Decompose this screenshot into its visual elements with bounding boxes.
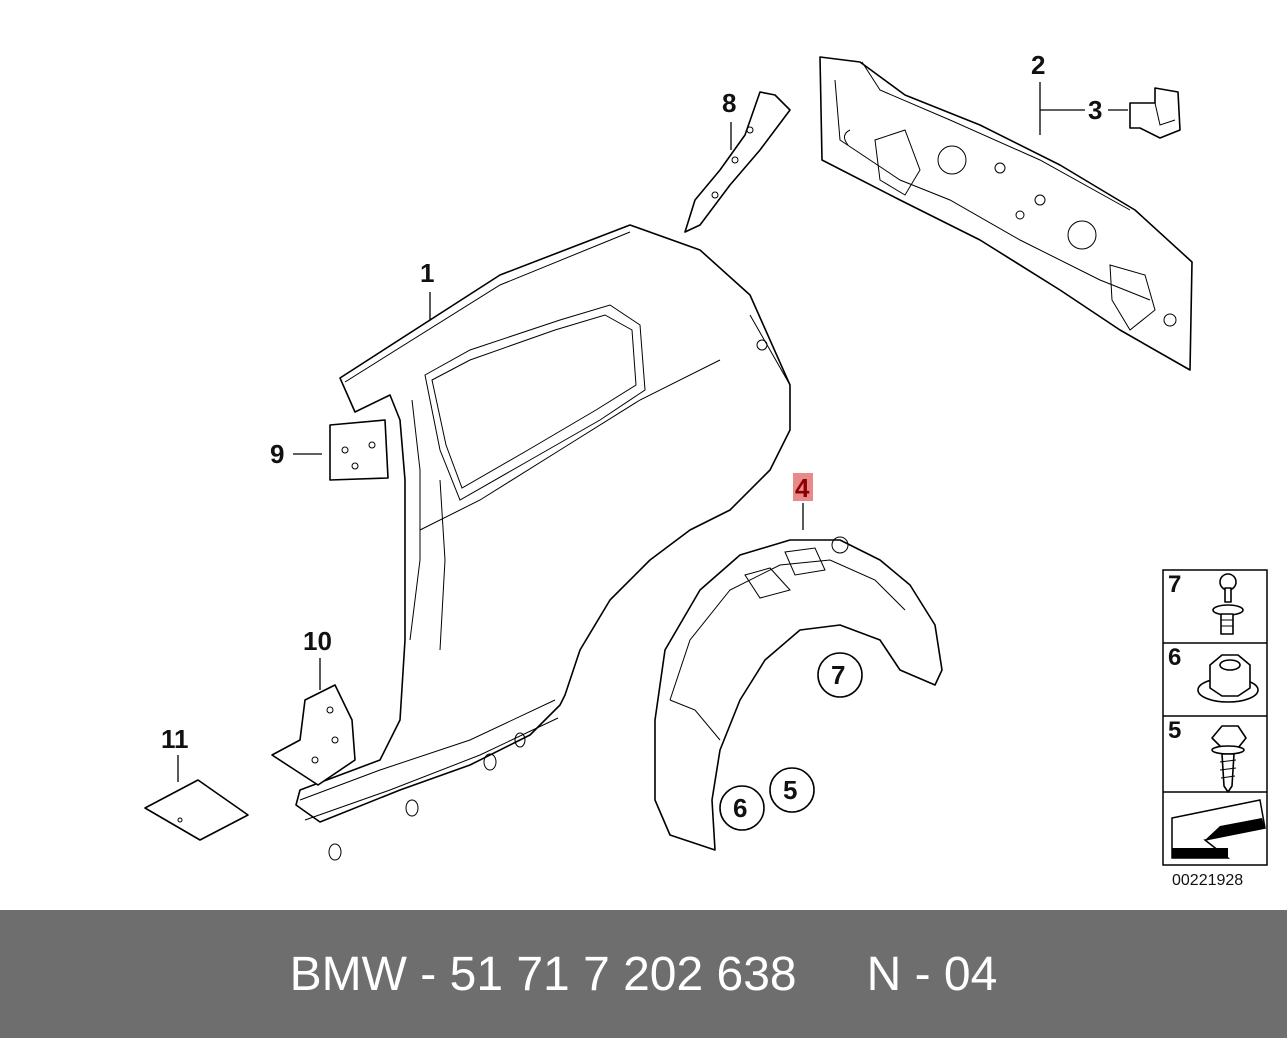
callout-9: 9: [270, 439, 284, 469]
circled-callout-6: 6: [719, 785, 765, 831]
svg-text:5: 5: [783, 775, 797, 805]
footer-bar: BMW - 51 71 7 202 638 N - 04: [0, 910, 1287, 1038]
side-panel-part: [295, 224, 791, 861]
rear-panel-part: [819, 56, 1193, 371]
callout-4: 4: [795, 473, 810, 503]
direction-arrow-icon: [1171, 799, 1266, 859]
callout-11: 11: [161, 724, 189, 754]
wheel-arch-liner-part: [654, 536, 943, 851]
hex-screw-icon: [1211, 725, 1247, 793]
callout-3: 3: [1088, 95, 1102, 125]
circled-callout-7: 7: [817, 652, 863, 698]
diagram-position: N - 04: [866, 947, 998, 1001]
callout-1: 1: [420, 258, 434, 288]
svg-text:6: 6: [733, 793, 747, 823]
legend-label-7: 7: [1168, 571, 1181, 598]
leader-lines: [177, 82, 1128, 782]
bracket-part: [1129, 87, 1181, 139]
parts-diagram: 1 2 3 8 9 10 11 4 7 5 6 7 6: [144, 50, 1268, 889]
bracket-part-10: [271, 684, 356, 786]
callout-4-highlight: [793, 473, 813, 501]
reinforcement-strip-part: [684, 91, 791, 233]
pad-part-11: [144, 779, 249, 841]
image-code: 00221928: [1172, 872, 1243, 889]
footer-text: BMW - 51 71 7 202 638 N - 04: [0, 910, 1287, 1038]
circled-callout-5: 5: [769, 767, 815, 813]
flange-nut-icon: [1197, 654, 1259, 703]
callout-8: 8: [722, 88, 736, 118]
part-number: BMW - 51 71 7 202 638: [289, 947, 797, 1001]
fastener-legend: 7 6 5 00221928: [1162, 569, 1268, 889]
callout-10: 10: [303, 626, 332, 656]
plate-part-9: [329, 419, 389, 481]
svg-text:7: 7: [831, 660, 845, 690]
legend-label-6: 6: [1168, 644, 1181, 671]
legend-label-5: 5: [1168, 717, 1181, 744]
callout-2: 2: [1031, 50, 1045, 80]
clip-rivet-icon: [1212, 573, 1244, 635]
